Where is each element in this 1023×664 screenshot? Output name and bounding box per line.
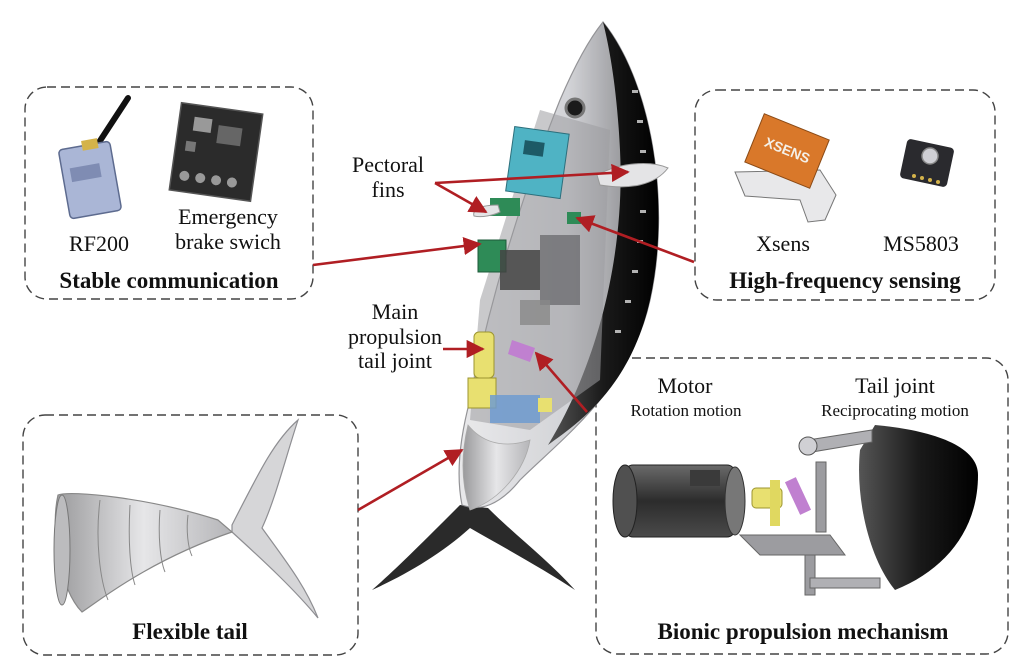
arrow-comm (313, 244, 480, 265)
camera (566, 99, 584, 117)
bionic-title: Bionic propulsion mechanism (608, 619, 998, 645)
pectoral-line2: fins (333, 178, 443, 203)
main-line3: tail joint (335, 349, 455, 374)
high-freq-title: High-frequency sensing (700, 268, 990, 294)
reciprocating-label: Reciprocating motion (800, 401, 990, 420)
cyan-board (506, 127, 570, 199)
motor-label: Motor (620, 374, 750, 399)
rotation-label: Rotation motion (612, 401, 760, 420)
xsens-label: Xsens (738, 232, 828, 257)
flexible-tail-body (55, 494, 232, 612)
emergency-brake-label: Emergency brake swich (158, 205, 298, 254)
pectoral-fins-label: Pectoral fins (333, 153, 443, 202)
rf200-module (58, 98, 128, 219)
main-line1: Main (335, 300, 455, 325)
purple-rocker (785, 477, 811, 515)
ms5803-sensor (899, 138, 954, 187)
rf200-label: RF200 (54, 232, 144, 257)
flexible-tail-title: Flexible tail (90, 619, 290, 645)
fish-caudal-fin (372, 505, 575, 590)
main-line2: propulsion (335, 325, 455, 350)
emergency-line2: brake swich (158, 230, 298, 255)
tail-shell (859, 425, 978, 590)
emergency-line1: Emergency (158, 205, 298, 230)
flexible-tail-model (54, 420, 318, 618)
stable-comm-title: Stable communication (32, 268, 306, 294)
tail-joint-label: Tail joint (830, 374, 960, 399)
arrow-flexible-tail (358, 450, 462, 510)
xsens-sensor: XSENS (735, 114, 836, 222)
main-joint (474, 332, 494, 378)
bionic-mechanism (613, 425, 978, 595)
flexible-tail-fin (232, 420, 318, 618)
pectoral-line1: Pectoral (333, 153, 443, 178)
motor-bracket (740, 535, 845, 555)
main-joint-label: Main propulsion tail joint (335, 300, 455, 374)
ms5803-label: MS5803 (866, 232, 976, 257)
emergency-brake-switch (169, 103, 262, 202)
